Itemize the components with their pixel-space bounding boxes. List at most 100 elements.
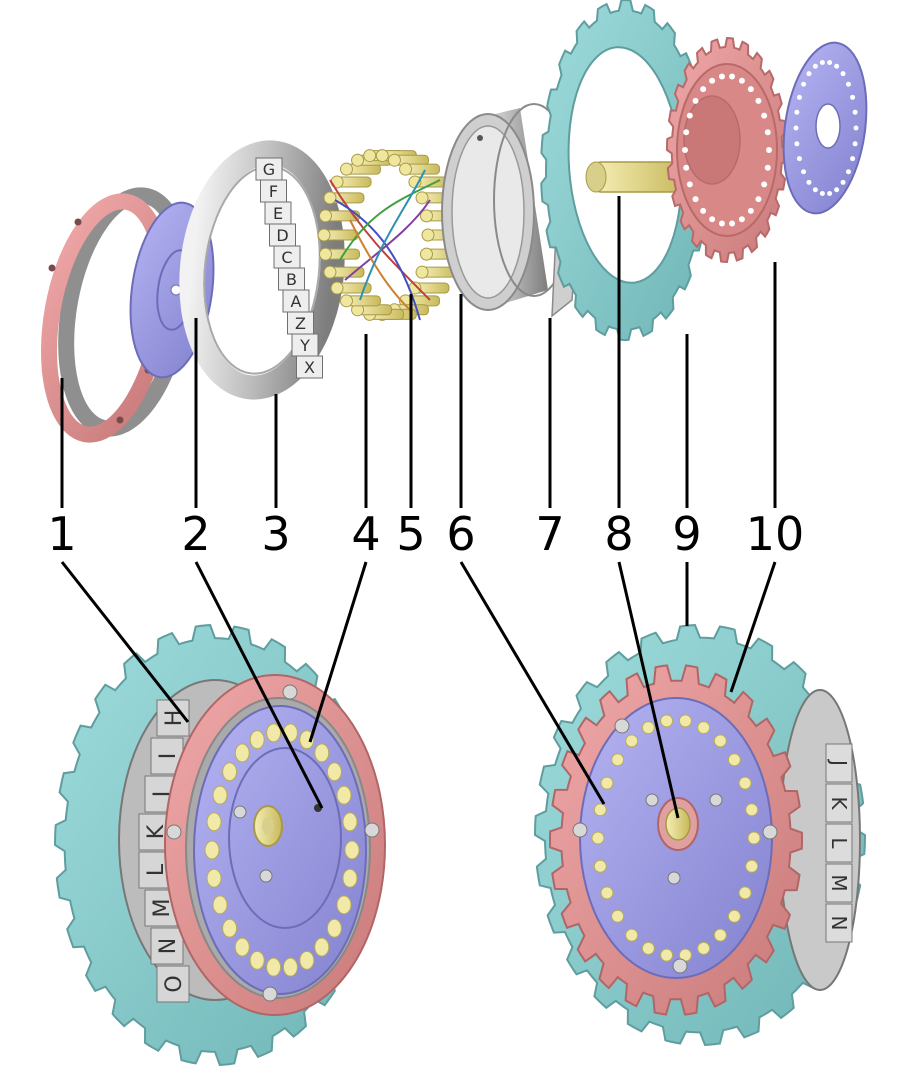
contact-hole [692,97,699,104]
contact-pin [747,831,761,845]
contact-pin [344,840,360,860]
contact-pin [611,909,625,923]
contact-pin [600,886,614,900]
pin-head [319,209,333,223]
contact-pin [625,928,639,942]
contact-pin [641,941,655,955]
pin-head [363,149,377,163]
ring-letter: X [304,358,315,377]
contact-hole [853,125,859,131]
contact-hole [852,109,858,115]
ring-letter-tile [825,783,853,823]
ring-letter: M [827,874,851,891]
contact-hole [683,164,690,171]
ring-letter: E [273,204,283,223]
contact-hole [806,71,812,77]
ring-letter-tile [825,903,853,943]
pin-head [387,153,401,167]
contact-pin [727,753,741,767]
part-10-ratchet-wheel [666,36,788,264]
contact-pin [222,918,238,938]
contact-hole [709,77,716,84]
pin-head [419,247,433,261]
callout-leaders-bottom [60,561,777,819]
callout-3: 3 [261,507,290,561]
contact-pin [593,859,607,873]
end-contact-disc [782,41,868,215]
contact-pin [212,785,228,805]
contact-pin [713,928,727,942]
contact-pin [625,734,639,748]
contact-hole [764,164,771,171]
contact-pin [660,714,674,728]
contact-pin [738,886,752,900]
contact-hole [806,179,812,185]
contact-pin [266,723,282,743]
contact-hole [840,179,846,185]
contact-pin [336,895,352,915]
contact-hole [812,187,818,193]
ring-letter: L [144,863,169,876]
pin-head [375,149,389,163]
contact-pin [593,803,607,817]
ring-letter: I [156,753,181,760]
callout-labels: 1 2 3 4 5 6 7 8 9 10 [47,507,804,561]
pin-head [339,294,353,308]
contact-pin [697,941,711,955]
ring-letter-tile [150,927,184,965]
callout-1: 1 [47,507,76,561]
contact-hole [812,63,818,69]
contact-pin [326,918,342,938]
contact-hole [827,191,833,197]
contact-hole [718,73,725,80]
contact-hole [845,81,851,87]
contact-hole [834,63,840,69]
callout-10: 10 [746,507,805,561]
contact-pin [206,868,222,888]
pin-head [339,162,353,176]
contact-pin [299,950,315,970]
part-8-hub-shaft [585,161,686,193]
ring-letter: M [150,899,175,918]
ring-letter: K [827,796,851,810]
contact-pin [660,948,674,962]
contact-hole [686,112,693,119]
contact-pin [222,762,238,782]
contact-pin [745,803,759,817]
contact-hole [852,141,858,147]
contact-pin [234,743,250,763]
contact-pin [336,785,352,805]
ring-letter-tile [825,863,853,903]
contact-hole [718,220,725,227]
contact-pin [727,909,741,923]
contact-hole [793,125,799,131]
contact-pin [282,957,298,977]
pin-head [317,228,331,242]
contact-pin [249,730,265,750]
pin-head [415,265,429,279]
contact-hole [796,94,802,100]
wiring-icon [329,169,441,321]
ring-letter-tile [156,965,190,1003]
contact-hole [683,129,690,136]
contact-hole [738,216,745,223]
contact-pin [678,714,692,728]
contact-hole [764,129,771,136]
contact-pin [266,957,282,977]
contact-pin [212,895,228,915]
contact-hole [755,97,762,104]
contact-pin [249,950,265,970]
contact-hole [850,156,856,162]
contact-pin [641,721,655,735]
ring-letter: L [827,837,851,849]
contact-hole [761,112,768,119]
contact-hole [747,86,754,93]
pin-head [419,209,433,223]
pin-head [323,265,337,279]
ring-letter: N [827,916,851,931]
ring-letter: A [291,292,302,311]
contact-pin [204,840,220,860]
